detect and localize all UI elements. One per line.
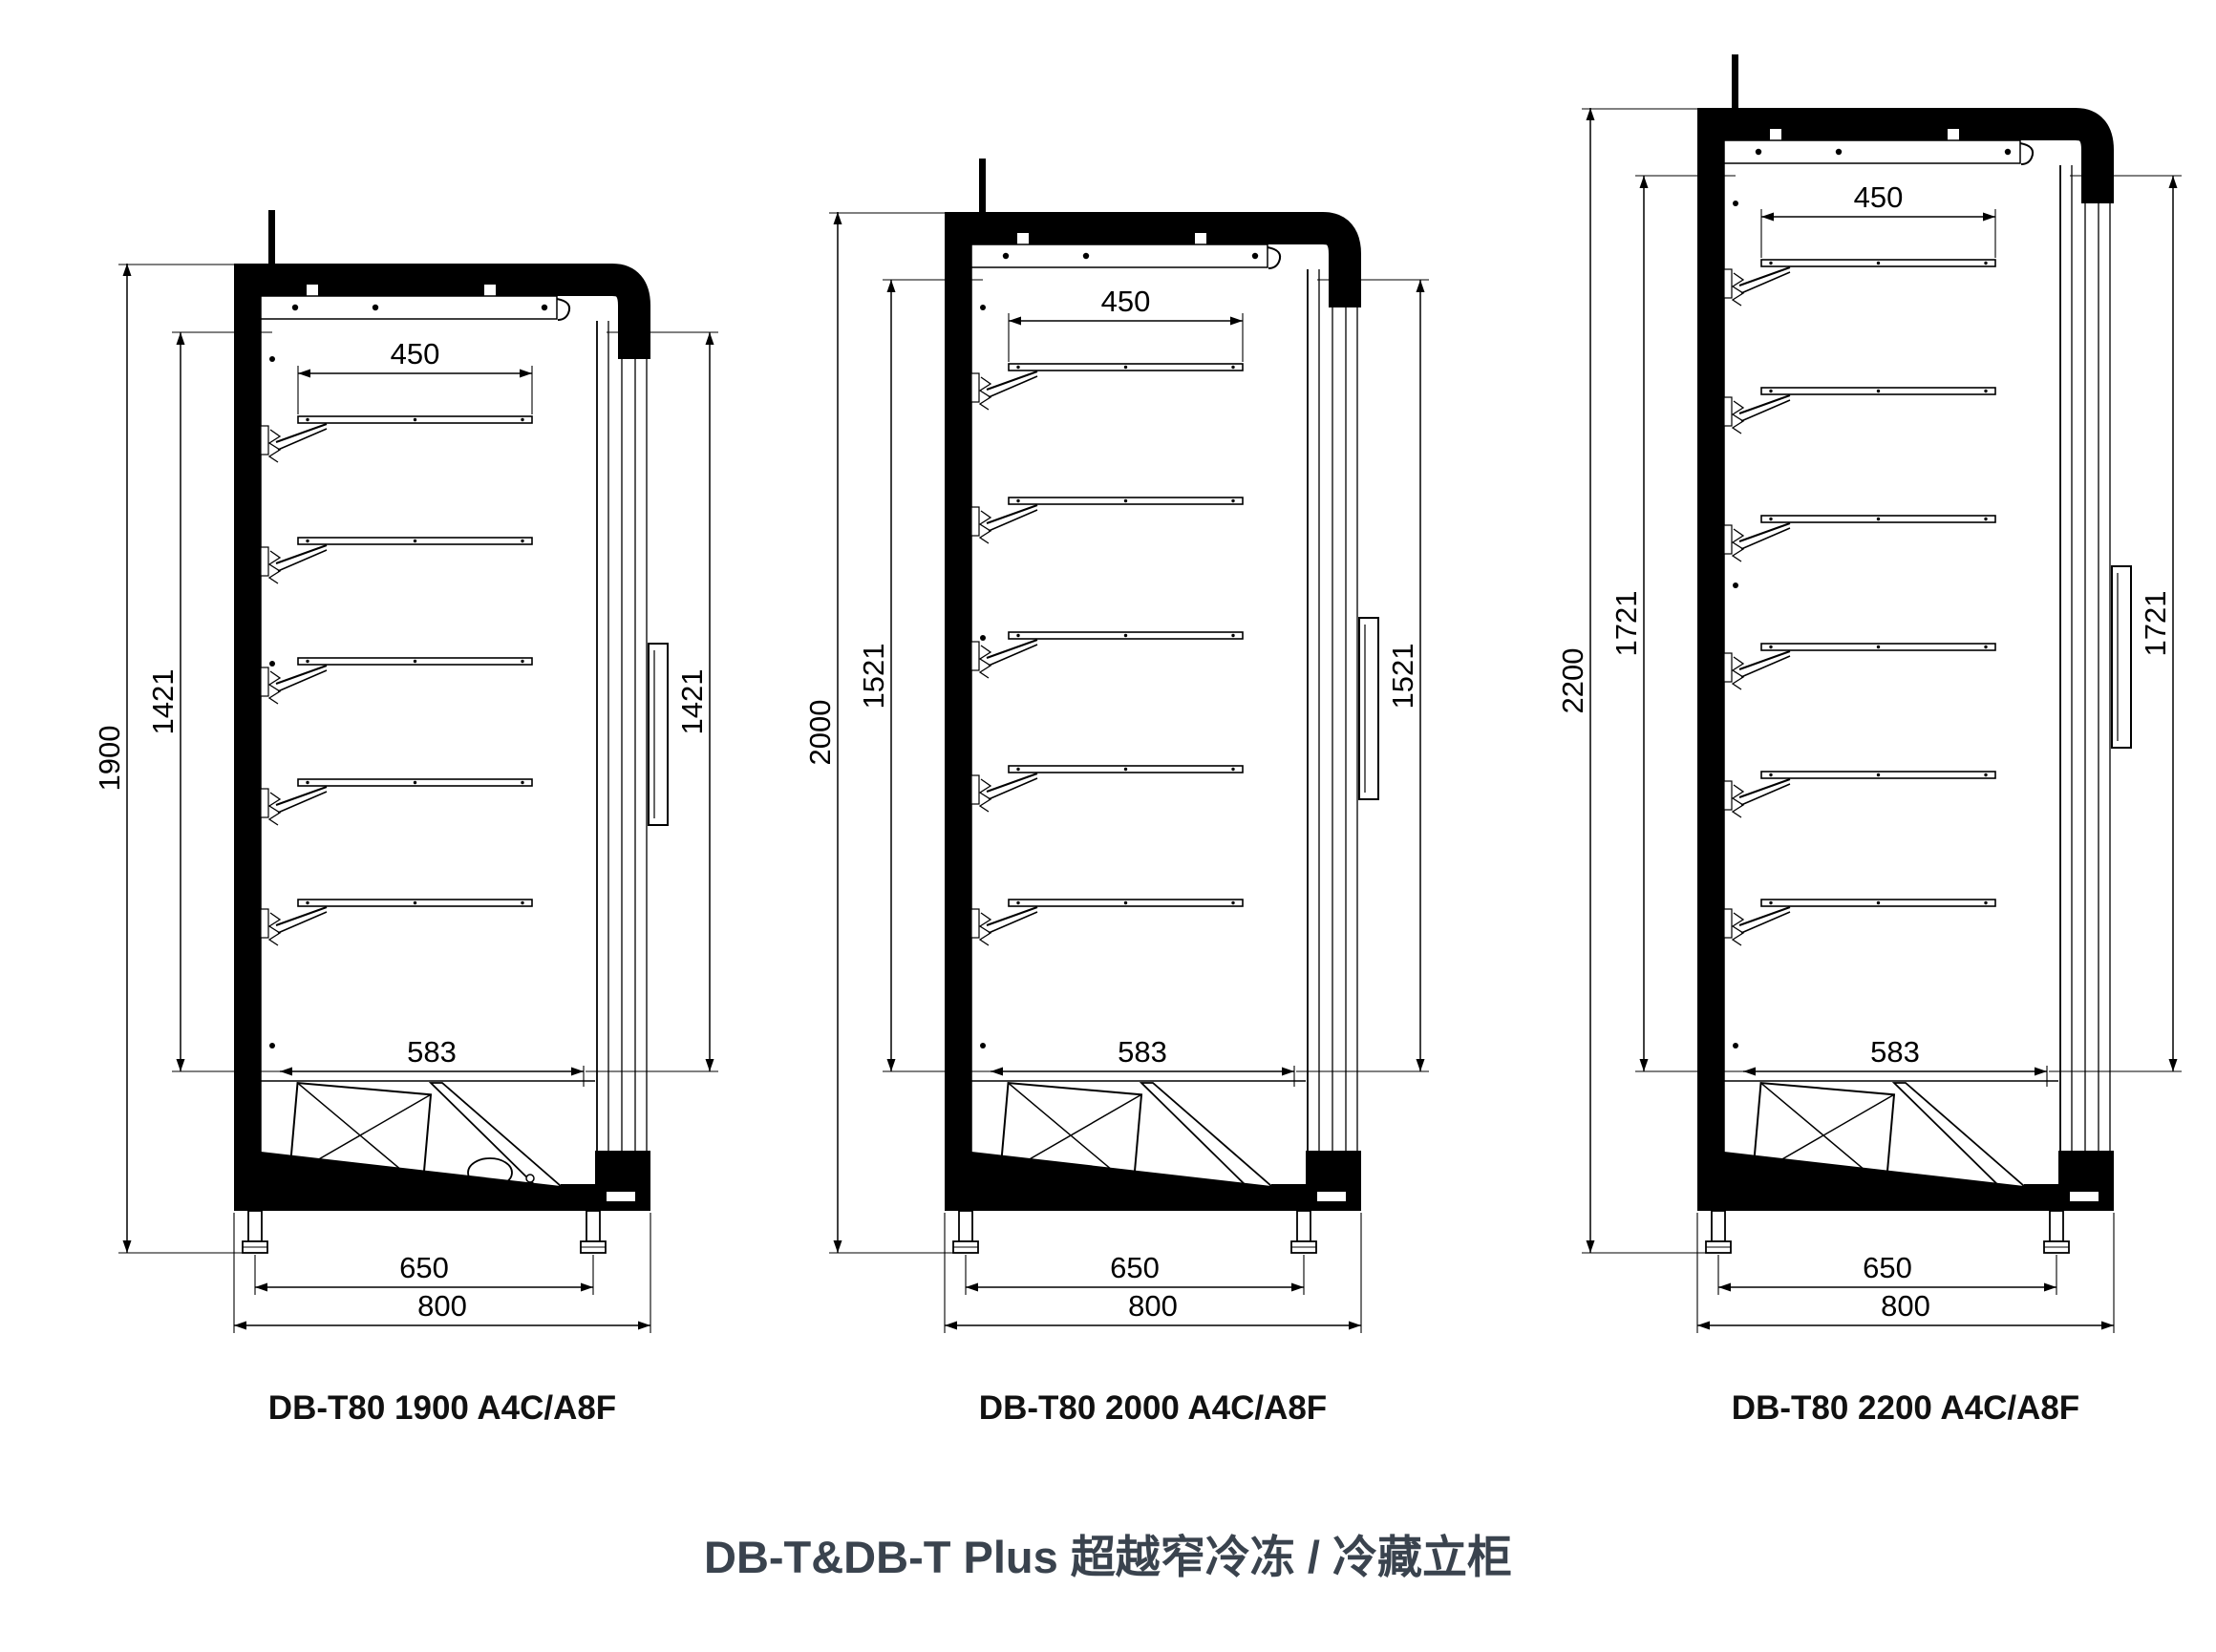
dim-base-depth-2: 800 bbox=[1128, 1289, 1178, 1323]
top-probe bbox=[979, 159, 986, 212]
dim-interior-depth-3: 583 bbox=[1870, 1035, 1920, 1069]
shelf bbox=[970, 363, 1244, 411]
dim-shelf-width-1: 450 bbox=[391, 337, 440, 371]
back-wall bbox=[1697, 108, 1724, 1211]
shelf bbox=[1723, 387, 1996, 434]
model-caption-2: DB-T80 2000 A4C/A8F bbox=[978, 1389, 1328, 1427]
shelf bbox=[1723, 899, 1996, 946]
shelf bbox=[1723, 515, 1996, 562]
top-frame bbox=[1697, 108, 2034, 140]
dim-foot-span-1: 650 bbox=[399, 1251, 449, 1284]
back-wall bbox=[945, 212, 971, 1211]
top-corner bbox=[566, 264, 650, 359]
dim-total-height-2: 2000 bbox=[803, 700, 837, 766]
shelf bbox=[260, 537, 533, 584]
foot-leg bbox=[247, 1210, 263, 1242]
top-duct-strip bbox=[1723, 139, 2021, 164]
top-probe bbox=[1732, 54, 1738, 108]
dimensions: 1900 1421 1421 450 583 650 800 bbox=[93, 264, 718, 1333]
top-duct-strip bbox=[970, 244, 1268, 268]
foot-leg bbox=[586, 1210, 601, 1242]
shelf bbox=[970, 899, 1244, 946]
door-handle bbox=[648, 643, 669, 826]
top-corner bbox=[2030, 108, 2114, 203]
shelves bbox=[1723, 259, 1996, 946]
shelf bbox=[260, 415, 533, 463]
foot-leg bbox=[1711, 1210, 1726, 1242]
door-handle bbox=[1358, 617, 1379, 800]
dim-interior-height-left-2: 1521 bbox=[857, 644, 890, 710]
dim-shelf-width-2: 450 bbox=[1101, 285, 1151, 318]
shelf bbox=[1723, 771, 1996, 818]
model-caption-3: DB-T80 2200 A4C/A8F bbox=[1731, 1389, 2080, 1427]
model-caption-1: DB-T80 1900 A4C/A8F bbox=[267, 1389, 617, 1427]
cabinet-1: 1900 1421 1421 450 583 650 800 bbox=[93, 210, 718, 1333]
top-frame bbox=[945, 212, 1281, 244]
dim-interior-depth-2: 583 bbox=[1118, 1035, 1167, 1069]
dim-interior-height-left-3: 1721 bbox=[1609, 591, 1643, 657]
foot-leg bbox=[1296, 1210, 1311, 1242]
back-wall bbox=[234, 264, 261, 1211]
shelves bbox=[260, 415, 533, 946]
cabinet-2: 2000 1521 1521 450 583 650 800 bbox=[803, 159, 1429, 1333]
dim-shelf-width-3: 450 bbox=[1854, 180, 1904, 214]
dim-foot-span-2: 650 bbox=[1110, 1251, 1160, 1284]
shelf bbox=[970, 497, 1244, 544]
top-duct-strip bbox=[260, 295, 558, 320]
shelf bbox=[1723, 643, 1996, 690]
dim-total-height-3: 2200 bbox=[1556, 648, 1589, 714]
foot-leg bbox=[2049, 1210, 2064, 1242]
front-kick bbox=[2058, 1151, 2114, 1211]
front-kick bbox=[595, 1151, 650, 1211]
dim-foot-span-3: 650 bbox=[1863, 1251, 1912, 1284]
front-kick bbox=[1306, 1151, 1361, 1211]
base-slab bbox=[261, 1152, 561, 1211]
shelf bbox=[260, 657, 533, 705]
dim-interior-height-right-2: 1521 bbox=[1386, 644, 1419, 710]
base-slab bbox=[1724, 1152, 2024, 1211]
dimensions: 2000 1521 1521 450 583 650 800 bbox=[803, 212, 1429, 1333]
foot-leg bbox=[958, 1210, 973, 1242]
dimensions: 2200 1721 1721 450 583 650 800 bbox=[1556, 108, 2182, 1333]
dim-total-height-1: 1900 bbox=[93, 726, 126, 792]
dim-interior-depth-1: 583 bbox=[407, 1035, 457, 1069]
shelf bbox=[260, 899, 533, 946]
dim-interior-height-right-3: 1721 bbox=[2139, 591, 2172, 657]
door-handle bbox=[2111, 565, 2132, 749]
dim-base-depth-3: 800 bbox=[1881, 1289, 1930, 1323]
shelves bbox=[970, 363, 1244, 946]
dim-interior-height-left-1: 1421 bbox=[146, 669, 180, 735]
base-slab bbox=[971, 1152, 1271, 1211]
cabinet-3: 2200 1721 1721 450 583 650 800 bbox=[1556, 54, 2182, 1333]
footer-title: DB-T&DB-T Plus 超越窄冷冻 / 冷藏立柜 bbox=[704, 1532, 1512, 1582]
top-corner bbox=[1277, 212, 1361, 307]
shelf bbox=[970, 765, 1244, 813]
shelf bbox=[1723, 259, 1996, 307]
shelf bbox=[260, 778, 533, 826]
top-probe bbox=[268, 210, 275, 264]
dim-interior-height-right-1: 1421 bbox=[675, 669, 709, 735]
top-frame bbox=[234, 264, 570, 296]
dim-base-depth-1: 800 bbox=[417, 1289, 467, 1323]
shelf bbox=[970, 631, 1244, 679]
